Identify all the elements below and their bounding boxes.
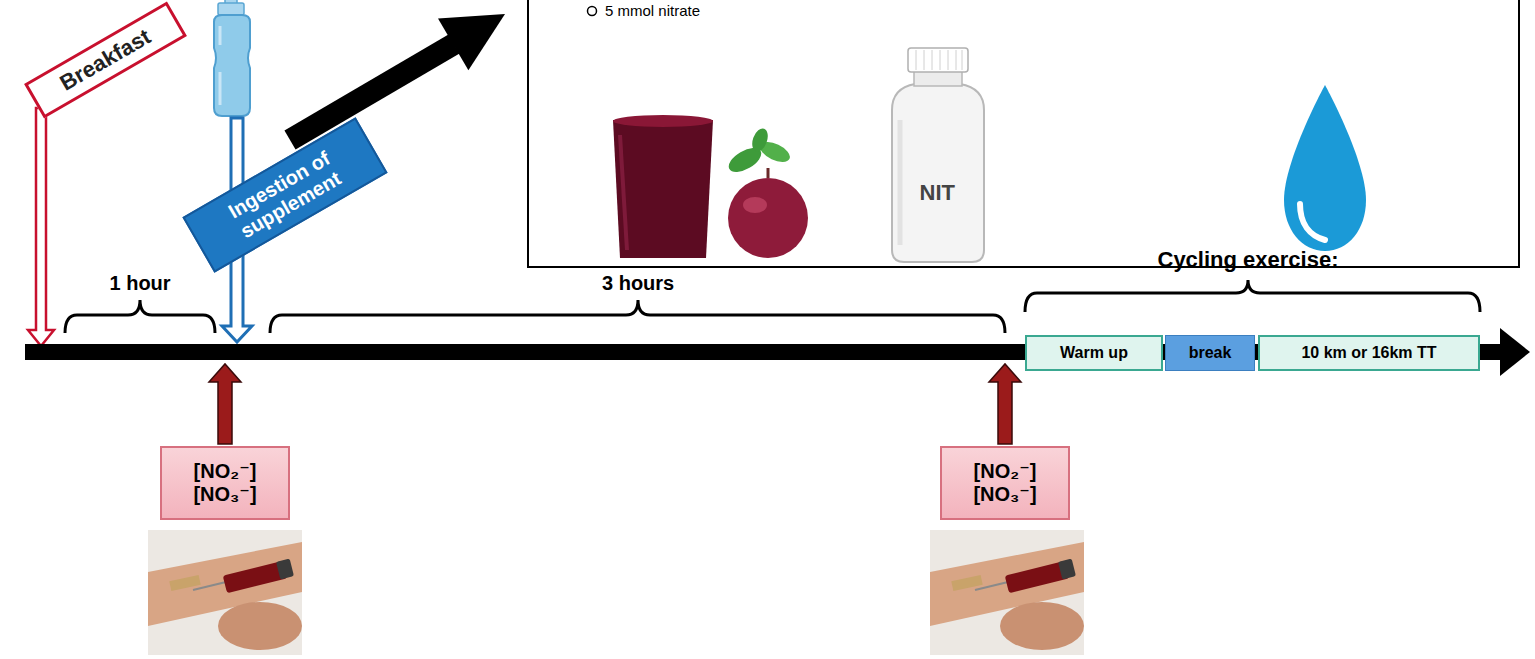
- meal-tag: Breakfast: [24, 1, 187, 118]
- duration-label: 1 hour: [110, 272, 171, 295]
- sports-bottle-picture: [214, 0, 250, 116]
- pointer-arrow: [290, 44, 454, 140]
- sports-bottle-picture: [214, 15, 250, 116]
- beet-juice-picture: [613, 115, 713, 127]
- bullet-symbol: [588, 7, 597, 16]
- time-brace: [65, 280, 1480, 333]
- nitrate-bottle-picture: [898, 120, 903, 245]
- blood-draw-picture: [193, 582, 226, 590]
- beet-juice-picture: [728, 178, 808, 258]
- node-text: Ingestion of supplement: [197, 131, 372, 259]
- blood-draw-picture: [148, 530, 302, 655]
- node-text: [NO₃⁻]: [193, 483, 256, 506]
- node-text: [NO₂⁻]: [974, 460, 1037, 483]
- breakfast-arrow: [28, 108, 54, 346]
- nitrate-bottle-picture: [908, 48, 968, 72]
- bullet-symbol: [588, 7, 597, 16]
- supplement-tag: Ingestion of supplement: [182, 117, 387, 272]
- blood-draw-picture: [218, 602, 302, 650]
- water-drop-picture: [1284, 85, 1366, 251]
- blood-draw-picture: [1058, 559, 1076, 580]
- beet-juice-picture: [749, 126, 770, 153]
- nitrate-bottle-picture: [916, 50, 962, 70]
- time-brace: [65, 300, 215, 333]
- option-panel: 5 mmol nitrate: [527, 0, 1520, 268]
- blood-draw-picture: [276, 559, 294, 580]
- beet-juice-picture: [613, 115, 808, 258]
- blood-draw-picture: [975, 582, 1008, 590]
- phase-box: 10 km or 16km TT: [1258, 335, 1480, 371]
- node-text: 5 mmol nitrate: [605, 2, 700, 19]
- time-brace: [270, 300, 1005, 333]
- sample-box: [NO₂⁻][NO₃⁻]: [160, 446, 290, 520]
- blood-draw-picture: [930, 530, 1084, 655]
- pointer-arrow: [290, 14, 505, 140]
- pointer-arrow: [438, 14, 505, 70]
- nitrate-bottle-picture: [892, 48, 984, 262]
- node-text: [NO₂⁻]: [194, 460, 257, 483]
- water-drop-picture: [1284, 85, 1366, 251]
- beet-juice-picture: [613, 120, 713, 258]
- node-text: [NO₃⁻]: [973, 483, 1036, 506]
- timeline-arrow: [1500, 328, 1530, 376]
- beet-juice-picture: [767, 168, 770, 178]
- sample-box: [NO₂⁻][NO₃⁻]: [940, 446, 1070, 520]
- sports-bottle-picture: [218, 3, 244, 15]
- bottle-label: NIT: [920, 180, 955, 206]
- sample-arrow: [989, 364, 1021, 444]
- sample-arrow: [209, 364, 1021, 444]
- nitrate-bottle-picture: [892, 84, 984, 262]
- water-drop-picture: [1300, 204, 1325, 240]
- sports-bottle-picture: [219, 26, 222, 105]
- blood-draw-picture: [1000, 602, 1084, 650]
- phase-box: Warm up: [1025, 335, 1163, 371]
- node-text: 10 km or 16km TT: [1301, 344, 1436, 362]
- beet-juice-picture: [743, 197, 767, 213]
- node-text: Breakfast: [55, 24, 154, 96]
- node-text: Warm up: [1060, 344, 1128, 362]
- timeline-arrow: [25, 328, 1530, 376]
- breakfast-arrow: [28, 108, 54, 346]
- blood-draw-picture: [930, 530, 1084, 655]
- phase-box: break: [1165, 335, 1255, 371]
- phase-heading: Cycling exercise:: [1158, 247, 1339, 273]
- beet-juice-picture: [620, 135, 627, 250]
- duration-label: 3 hours: [602, 272, 674, 295]
- node-text: break: [1189, 344, 1232, 362]
- time-brace: [1025, 280, 1480, 312]
- sample-arrow: [209, 364, 241, 444]
- blood-draw-picture: [148, 530, 302, 655]
